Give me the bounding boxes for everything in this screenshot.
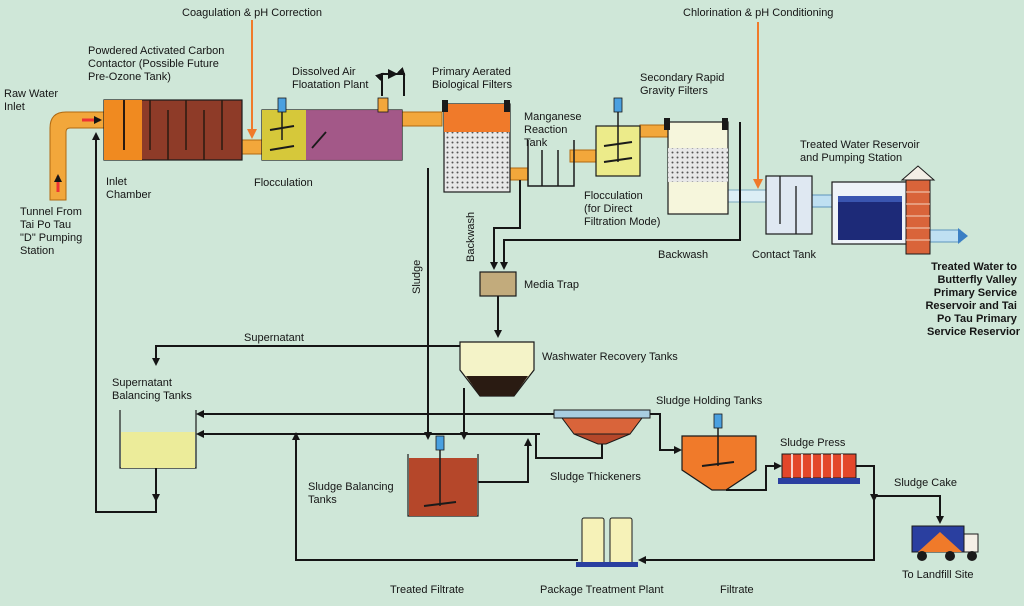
daf-plant [261,97,403,161]
sludge-cake-line [874,495,944,524]
label-coagulation: Coagulation & pH Correction [182,7,322,19]
label-contact-tank: Contact Tank [752,249,817,261]
main-pipes [49,111,968,244]
backwash-line-left [490,180,521,270]
daf-bypass-arrow [374,66,406,96]
holding-to-press-line [726,462,782,491]
sludge-to-thickener-line [478,438,532,483]
label-secondary-filters: Secondary Rapid Gravity Filters [640,72,727,97]
label-sludge-press: Sludge Press [780,437,846,449]
label-to-landfill: To Landfill Site [902,569,974,581]
diagram-labels: Coagulation & pH Correction Chlorination… [4,7,1021,596]
label-flocculation: Flocculation [254,177,313,189]
filtrate-line [638,500,875,564]
sludge-press [778,453,860,484]
supernatant-balancing-tank [119,410,197,469]
label-supernatant: Supernatant [244,332,304,344]
thickener-outflow [535,434,603,459]
daf-bypass-head [388,69,398,79]
pipe-filter-to-manganese [509,167,529,181]
label-package-plant: Package Treatment Plant [540,584,664,596]
label-backwash-left: Backwash [465,212,477,262]
press-to-filtrate-line [856,465,878,502]
label-filtrate: Filtrate [720,584,754,596]
floc-direct-tank [595,97,641,177]
sludge-balancing-tank [407,435,479,517]
treated-water-reservoir [831,165,936,255]
pipe-treated-outlet [929,229,961,243]
supernatant-line [152,345,460,366]
label-sludge-vertical: Sludge [411,260,423,294]
manganese-reaction-tank [527,140,575,187]
label-sludge-holding: Sludge Holding Tanks [656,395,763,407]
label-backwash-right: Backwash [658,249,708,261]
washwater-recovery-tank [459,341,535,397]
backwash-line-right [500,122,741,270]
label-tunnel: Tunnel From Tai Po Tau "D" Pumping Stati… [20,206,85,257]
label-sludge-thickeners: Sludge Thickeners [550,471,641,483]
pipe-daf-to-filters [401,111,443,127]
media-trap-tank [479,271,517,297]
label-chlorination: Chlorination & pH Conditioning [683,7,833,19]
label-washwater: Washwater Recovery Tanks [542,351,678,363]
pipe-secondary-to-contact [727,189,769,203]
thickener-to-holding-line [650,413,682,454]
pac-contactor-tank [103,99,243,161]
label-treated-to: Treated Water to Butterfly Valley Primar… [925,261,1020,338]
label-sludge-balancing: Sludge Balancing Tanks [308,481,397,506]
sludge-thickener [553,409,651,445]
pipe-floc-to-secondary [639,124,669,138]
label-floc-direct: Flocculation (for Direct Filtration Mode… [584,190,660,228]
label-media-trap: Media Trap [524,279,579,291]
treated-filtrate-line [292,432,578,561]
label-treated-filtrate: Treated Filtrate [390,584,464,596]
landfill-truck-icon [911,525,979,561]
contact-tank [765,175,813,235]
label-sludge-cake: Sludge Cake [894,477,957,489]
pipe-contact-to-reservoir [811,194,833,208]
sludge-holding-tank [681,413,757,491]
label-primary-filters: Primary Aerated Biological Filters [432,66,514,91]
treated-outlet-arrow [958,228,968,244]
label-supernatant-balancing: Supernatant Balancing Tanks [112,377,192,402]
label-daf: Dissolved Air Floatation Plant [292,66,368,91]
label-inlet-chamber: Inlet Chamber [106,176,152,201]
label-raw-water: Raw Water Inlet [4,88,61,113]
secondary-filter-tank [664,118,729,215]
package-treatment-plant [576,517,638,567]
label-treated-reservoir: Treated Water Reservoir and Pumping Stat… [800,139,923,164]
label-pac-contactor: Powdered Activated Carbon Contactor (Pos… [88,45,227,83]
label-manganese: Manganese Reaction Tank [524,111,585,149]
pipe-pac-to-daf [239,139,263,155]
primary-filter-tank [442,100,511,193]
